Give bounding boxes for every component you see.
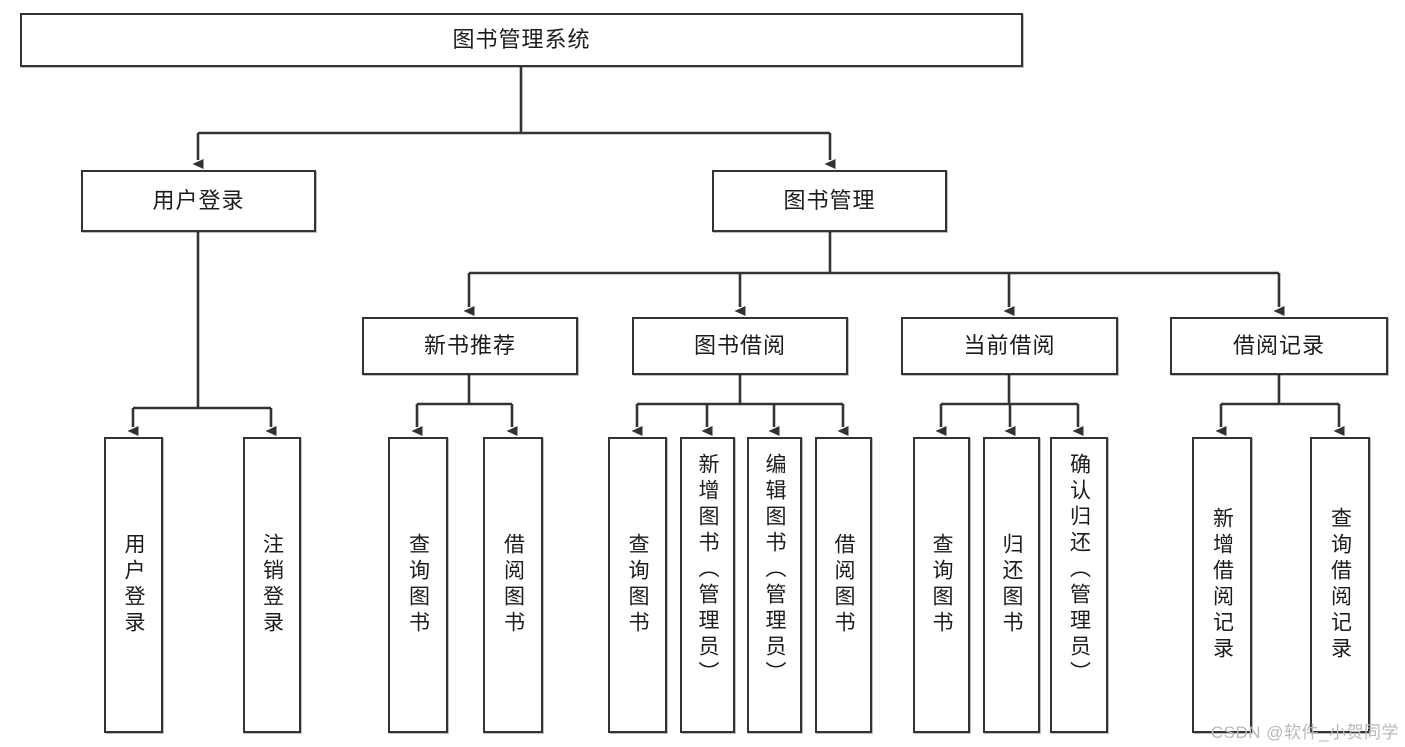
node-book-management[interactable]: 图书管理 bbox=[712, 170, 947, 232]
leaf-edit-book-admin-label: 编辑图书（管理员） bbox=[763, 453, 786, 687]
leaf-user-login-label: 用户登录 bbox=[122, 533, 145, 637]
node-book-borrow-label: 图书借阅 bbox=[693, 333, 786, 359]
leaf-add-book-admin-label: 新增图书（管理员） bbox=[696, 453, 719, 687]
leaf-add-borrow-record[interactable]: 新增借阅记录 bbox=[1192, 437, 1252, 733]
leaf-query-books-recommend-label: 查询图书 bbox=[406, 533, 430, 637]
node-root[interactable]: 图书管理系统 bbox=[20, 13, 1023, 67]
leaf-return-books[interactable]: 归还图书 bbox=[983, 437, 1040, 733]
leaf-query-borrow-record-label: 查询借阅记录 bbox=[1328, 507, 1352, 663]
leaf-return-books-label: 归还图书 bbox=[1000, 533, 1023, 637]
node-user-login-label: 用户登录 bbox=[152, 188, 245, 214]
node-borrow-records-label: 借阅记录 bbox=[1232, 333, 1325, 359]
leaf-add-borrow-record-label: 新增借阅记录 bbox=[1210, 507, 1234, 663]
leaf-logout[interactable]: 注销登录 bbox=[243, 437, 301, 733]
leaf-query-borrow-record[interactable]: 查询借阅记录 bbox=[1310, 437, 1370, 733]
leaf-query-books-recommend[interactable]: 查询图书 bbox=[388, 437, 448, 733]
node-root-label: 图书管理系统 bbox=[452, 27, 591, 53]
leaf-borrow-books-recommend-label: 借阅图书 bbox=[501, 533, 525, 637]
leaf-confirm-return-admin[interactable]: 确认归还（管理员） bbox=[1050, 437, 1108, 733]
node-user-login[interactable]: 用户登录 bbox=[81, 170, 316, 232]
node-new-book-recommend[interactable]: 新书推荐 bbox=[362, 317, 578, 375]
leaf-borrow-books-borrow[interactable]: 借阅图书 bbox=[815, 437, 872, 733]
leaf-borrow-books-borrow-label: 借阅图书 bbox=[832, 533, 855, 637]
leaf-add-book-admin[interactable]: 新增图书（管理员） bbox=[680, 437, 735, 733]
node-new-book-recommend-label: 新书推荐 bbox=[423, 333, 516, 359]
node-borrow-records[interactable]: 借阅记录 bbox=[1170, 317, 1388, 375]
leaf-edit-book-admin[interactable]: 编辑图书（管理员） bbox=[747, 437, 802, 733]
leaf-logout-label: 注销登录 bbox=[260, 533, 284, 637]
node-current-borrow[interactable]: 当前借阅 bbox=[901, 317, 1118, 375]
watermark: CSDN @软件_小贺同学 bbox=[1210, 723, 1399, 742]
leaf-user-login[interactable]: 用户登录 bbox=[104, 437, 163, 733]
node-current-borrow-label: 当前借阅 bbox=[963, 333, 1056, 359]
leaf-query-books-borrow-label: 查询图书 bbox=[626, 533, 649, 637]
node-book-borrow[interactable]: 图书借阅 bbox=[632, 317, 848, 375]
leaf-query-books-current-label: 查询图书 bbox=[930, 533, 953, 637]
leaf-confirm-return-admin-label: 确认归还（管理员） bbox=[1067, 453, 1091, 687]
node-book-management-label: 图书管理 bbox=[783, 188, 876, 214]
leaf-borrow-books-recommend[interactable]: 借阅图书 bbox=[483, 437, 543, 733]
leaf-query-books-current[interactable]: 查询图书 bbox=[913, 437, 970, 733]
leaf-query-books-borrow[interactable]: 查询图书 bbox=[608, 437, 667, 733]
